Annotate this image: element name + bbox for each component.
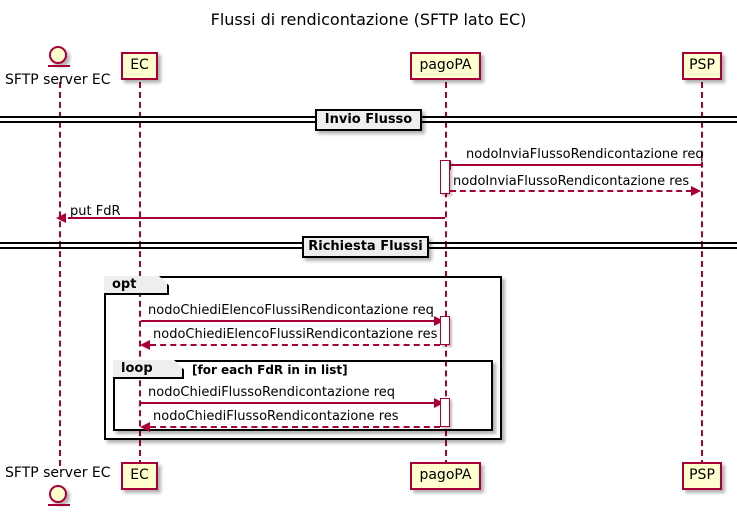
message-arrowhead-nodochiediflussorendicontazione-res	[140, 422, 150, 432]
actor-head-icon	[49, 485, 67, 503]
fragment-opt	[104, 276, 502, 440]
fragment-operator-loop: loop	[113, 360, 184, 379]
lifeline-ec	[139, 82, 141, 466]
participant-box-psp-top[interactable]: PSP	[682, 52, 722, 80]
fragment-operator-opt: opt	[104, 276, 169, 295]
message-label-put-fdr: put FdR	[70, 204, 121, 219]
fragment-guard-loop: [for each FdR in in list]	[192, 363, 348, 377]
message-line-nodochiediflussorendicontazione-res	[150, 426, 440, 428]
message-label-nodochiediflussorendicontazione-res: nodoChiediFlussoRendicontazione res	[153, 409, 399, 424]
divider-invio-flusso: Invio Flusso	[315, 109, 422, 131]
activation-bar-pagopa-flusso	[440, 398, 450, 427]
participant-box-pagopa-bottom[interactable]: pagoPA	[410, 462, 481, 490]
message-arrowhead-nodochiedielencoflussirendicontazione-res	[140, 340, 150, 350]
message-line-nodochiedielencoflussirendicontazione-res	[150, 344, 440, 346]
message-label-nodoinviaflussorendicontazione-req: nodoInviaFlussoRendicontazione req	[466, 147, 704, 162]
participant-label-sftp-server-ec-top: SFTP server EC	[5, 72, 111, 88]
participant-box-pagopa-top[interactable]: pagoPA	[410, 52, 481, 80]
actor-base-icon	[48, 504, 70, 506]
actor-base-icon	[48, 65, 70, 67]
message-label-nodochiediflussorendicontazione-req: nodoChiediFlussoRendicontazione req	[148, 385, 396, 400]
participant-label-sftp-server-ec-bottom: SFTP server EC	[5, 465, 111, 481]
message-label-nodochiedielencoflussirendicontazione-res: nodoChiediElencoFlussiRendicontazione re…	[153, 327, 438, 342]
avatar-sftp-server-ec-top	[48, 46, 72, 74]
participant-box-ec-bottom[interactable]: EC	[121, 462, 158, 490]
activation-bar-pagopa-elenco-flussi	[440, 316, 450, 345]
message-line-nodochiediflussorendicontazione-req	[141, 402, 435, 404]
lifeline-pagopa	[445, 82, 447, 466]
participant-box-psp-bottom[interactable]: PSP	[682, 462, 722, 490]
fragment-loop	[113, 360, 493, 431]
message-label-nodoinviaflussorendicontazione-res: nodoInviaFlussoRendicontazione res	[453, 174, 690, 189]
divider-richiesta-flussi: Richiesta Flussi	[302, 236, 429, 258]
actor-head-icon	[49, 46, 67, 64]
message-line-nodoinviaflussorendicontazione-req	[450, 164, 701, 166]
message-label-nodochiedielencoflussirendicontazione-req: nodoChiediElencoFlussiRendicontazione re…	[148, 303, 434, 318]
message-arrowhead-put-fdr	[56, 213, 66, 223]
message-arrowhead-nodochiedielencoflussirendicontazione-req	[434, 316, 444, 326]
participant-box-ec-top[interactable]: EC	[121, 52, 158, 80]
lifeline-sftp-server-ec	[59, 82, 61, 466]
message-line-put-fdr	[68, 217, 445, 219]
message-arrowhead-nodochiediflussorendicontazione-req	[434, 398, 444, 408]
avatar-sftp-server-ec-bottom	[48, 485, 72, 513]
message-line-nodoinviaflussorendicontazione-res	[450, 190, 692, 192]
message-arrowhead-nodoinviaflussorendicontazione-res	[691, 186, 701, 196]
activation-bar-pagopa-invio	[440, 160, 450, 194]
message-line-nodochiedielencoflussirendicontazione-req	[141, 320, 435, 322]
page-title: Flussi di rendicontazione (SFTP lato EC)	[210, 10, 527, 29]
lifeline-psp	[701, 82, 703, 466]
